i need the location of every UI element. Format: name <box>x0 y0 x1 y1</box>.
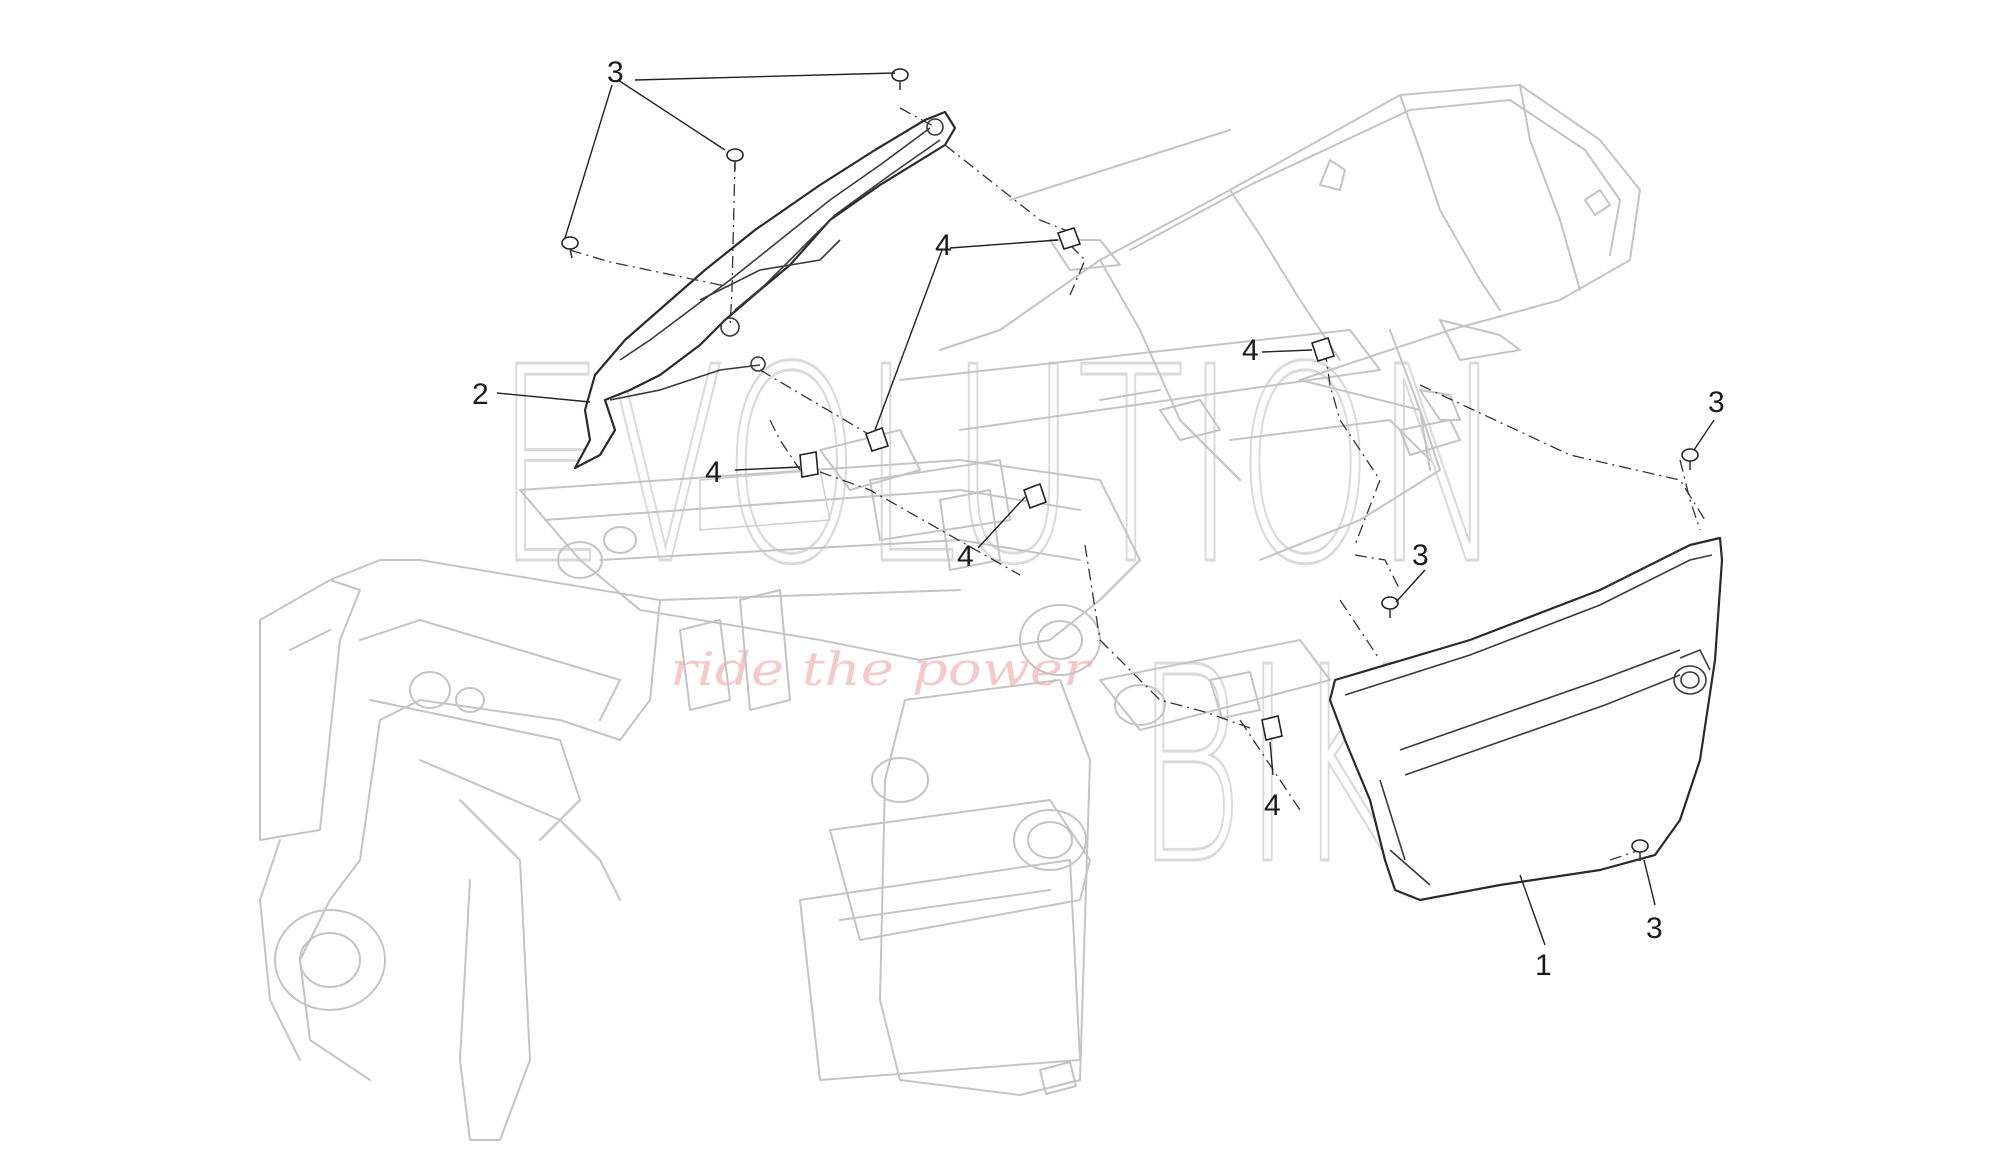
callout-4-upper: 4 <box>935 229 952 262</box>
screw-top-right <box>891 68 909 90</box>
clip-right-lower <box>1261 715 1283 741</box>
callouts: 3 2 4 4 4 4 4 3 3 3 1 <box>472 56 1725 982</box>
clip-right-upper <box>1310 337 1336 362</box>
assembly-lines <box>569 107 1706 861</box>
part-2-upper-side-cover <box>573 110 957 470</box>
callout-3-top: 3 <box>607 56 624 89</box>
clip-center <box>864 426 890 452</box>
watermark: EVOLUTION BIKE ride the power <box>494 308 1507 926</box>
callout-2: 2 <box>472 378 489 411</box>
screw-right-lower <box>1631 839 1649 861</box>
leader-lines <box>496 72 1715 946</box>
screw-right-upper <box>1681 448 1699 470</box>
clip-center-lower <box>1022 482 1048 510</box>
callout-1: 1 <box>1535 949 1552 982</box>
callout-3-right-lower: 3 <box>1646 912 1663 945</box>
callout-4-lower: 4 <box>1264 789 1281 822</box>
callout-3-right-upper: 3 <box>1708 386 1725 419</box>
callout-3-right-middle: 3 <box>1412 539 1429 572</box>
motorcycle-frame <box>259 84 1641 1141</box>
speed-clips <box>799 227 1336 741</box>
part-1-lower-side-cover <box>1328 536 1724 902</box>
screw-right-middle <box>1381 596 1399 618</box>
clip-upper-center <box>1056 227 1082 250</box>
watermark-tagline: ride the power <box>670 642 1094 696</box>
callout-4-center: 4 <box>957 540 974 573</box>
clip-left <box>799 451 819 478</box>
callout-4-right: 4 <box>1242 334 1259 367</box>
screws <box>561 68 1699 861</box>
screw-top-left <box>561 236 579 259</box>
screw-top-middle <box>726 148 744 170</box>
callout-4-left: 4 <box>705 456 722 489</box>
